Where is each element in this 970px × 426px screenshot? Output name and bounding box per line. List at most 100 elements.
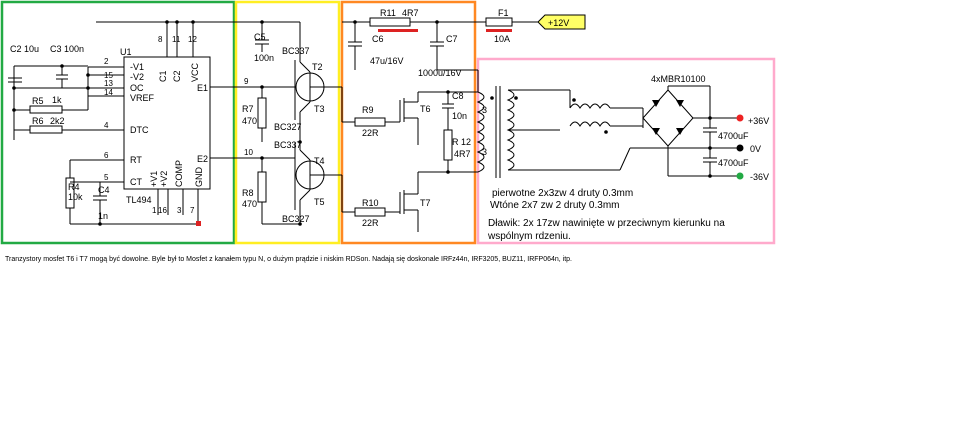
pin-number-6: 6 <box>104 151 109 160</box>
pin-number-12: 12 <box>188 35 197 44</box>
pin-label-c1: C1 <box>158 70 168 82</box>
pin-number-14: 14 <box>104 88 113 97</box>
r5-value: 1k <box>52 95 62 105</box>
pin-label-rt: RT <box>130 155 142 165</box>
pin-number-4: 4 <box>104 121 109 130</box>
r7-value: 470 <box>242 116 257 126</box>
pin-number-3: 3 <box>177 206 182 215</box>
r9-value: 22R <box>362 128 379 138</box>
pin-number-10: 10 <box>244 148 253 157</box>
gnd-marker <box>196 221 201 226</box>
pin-label-pos-v1: +V1 <box>149 171 159 187</box>
pin-number-2: 2 <box>104 57 109 66</box>
t5-label: T5 <box>314 197 325 207</box>
r10-value: 22R <box>362 218 379 228</box>
r12-value: 4R7 <box>454 149 471 159</box>
output-pos-terminal <box>736 114 744 122</box>
r11-label: R11 <box>380 8 396 18</box>
note-choke-line1: Dławik: 2x 17zw nawinięte w przeciwnym k… <box>488 218 725 229</box>
r6-value: 2k2 <box>50 116 65 126</box>
out-pos-label: +36V <box>748 116 769 126</box>
t7-label: T7 <box>420 198 431 208</box>
r7-label: R7 <box>242 104 254 114</box>
pin-label-neg-v1: -V1 <box>130 62 144 72</box>
c8-value: 10n <box>452 111 467 121</box>
c7-label: C7 <box>446 34 458 44</box>
pin-number-11: 11 <box>172 35 181 44</box>
f1-highlight <box>486 29 512 32</box>
mosfet-caption: Tranzystory mosfet T6 i T7 mogą być dowo… <box>5 256 572 263</box>
t4-label: T4 <box>314 156 325 166</box>
t2-label: T2 <box>312 62 323 72</box>
driver-section-frame <box>234 0 341 245</box>
pin-label-dtc: DTC <box>130 125 149 135</box>
c5-label: C5 <box>254 32 266 42</box>
pin-label-gnd: GND <box>194 167 204 188</box>
pin-number-13: 13 <box>104 79 113 88</box>
r12-label: R 12 <box>452 137 471 147</box>
pin-label-e1: E1 <box>197 83 208 93</box>
pin-label-ct: CT <box>130 177 142 187</box>
transformer-tap-upper: 3 <box>482 105 487 115</box>
r4-label: R4 <box>68 182 80 192</box>
pin-number-16: 16 <box>158 206 167 215</box>
t4-part: BC337 <box>274 140 302 150</box>
supply-flag <box>537 14 586 30</box>
t6-label: T6 <box>420 104 431 114</box>
pin-number-8: 8 <box>158 35 163 44</box>
t3-part: BC327 <box>274 122 302 132</box>
output-section-frame <box>476 57 776 245</box>
r9-label: R9 <box>362 105 374 115</box>
r11-value: 4R7 <box>402 8 419 18</box>
supply-label: +12V <box>548 18 569 28</box>
r8-value: 470 <box>242 199 257 209</box>
pin-label-vref: VREF <box>130 93 155 103</box>
pin-number-5: 5 <box>104 173 109 182</box>
t5-part: BC327 <box>282 214 310 224</box>
f1-label: F1 <box>498 8 509 18</box>
bridge-label: 4xMBR10100 <box>651 74 706 84</box>
pin-label-c2: C2 <box>172 70 182 82</box>
pin-number-9: 9 <box>244 77 249 86</box>
pin-label-e2: E2 <box>197 154 208 164</box>
pin-label-vcc: VCC <box>190 62 200 82</box>
ic-part: TL494 <box>126 195 152 205</box>
cap-out2-label: 4700uF <box>718 158 749 168</box>
pin-number-15: 15 <box>104 71 113 80</box>
f1-value: 10A <box>494 34 510 44</box>
r6-label: R6 <box>32 116 44 126</box>
note-secondary: Wtóne 2x7 zw 2 druty 0.3mm <box>490 200 620 211</box>
out-neg-label: -36V <box>750 172 769 182</box>
c6-value: 47u/16V <box>370 56 404 66</box>
c5-value: 100n <box>254 53 274 63</box>
t3-label: T3 <box>314 104 325 114</box>
pin-label-neg-v2: -V2 <box>130 72 144 82</box>
transformer-tap-lower: 3 <box>482 147 487 157</box>
note-primary: pierwotne 2x3zw 4 druty 0.3mm <box>492 188 633 199</box>
r5-label: R5 <box>32 96 44 106</box>
pin-number-1: 1 <box>152 206 157 215</box>
t2-part: BC337 <box>282 46 310 56</box>
r11-highlight <box>378 29 418 32</box>
pin-number-7: 7 <box>190 206 195 215</box>
c4-label: C4 <box>98 185 110 195</box>
output-neg-terminal <box>736 172 744 180</box>
c3-label: C3 100n <box>50 44 84 54</box>
cap-out1-label: 4700uF <box>718 131 749 141</box>
pin-label-pos-v2: +V2 <box>159 171 169 187</box>
note-choke-line2: wspólnym rdzeniu. <box>487 231 571 242</box>
c4-value: 1n <box>98 211 108 221</box>
c6-label: C6 <box>372 34 384 44</box>
c2-label: C2 10u <box>10 44 39 54</box>
controller-section-frame <box>0 0 236 245</box>
r4-value: 10k <box>68 192 83 202</box>
ic-name: U1 <box>120 47 132 57</box>
c8-label: C8 <box>452 91 464 101</box>
pin-label-oc: OC <box>130 83 144 93</box>
out-zero-label: 0V <box>750 144 761 154</box>
output-zero-terminal <box>736 144 744 152</box>
r10-label: R10 <box>362 198 379 208</box>
c7-value: 1000u/16V <box>418 68 462 78</box>
r8-label: R8 <box>242 188 254 198</box>
